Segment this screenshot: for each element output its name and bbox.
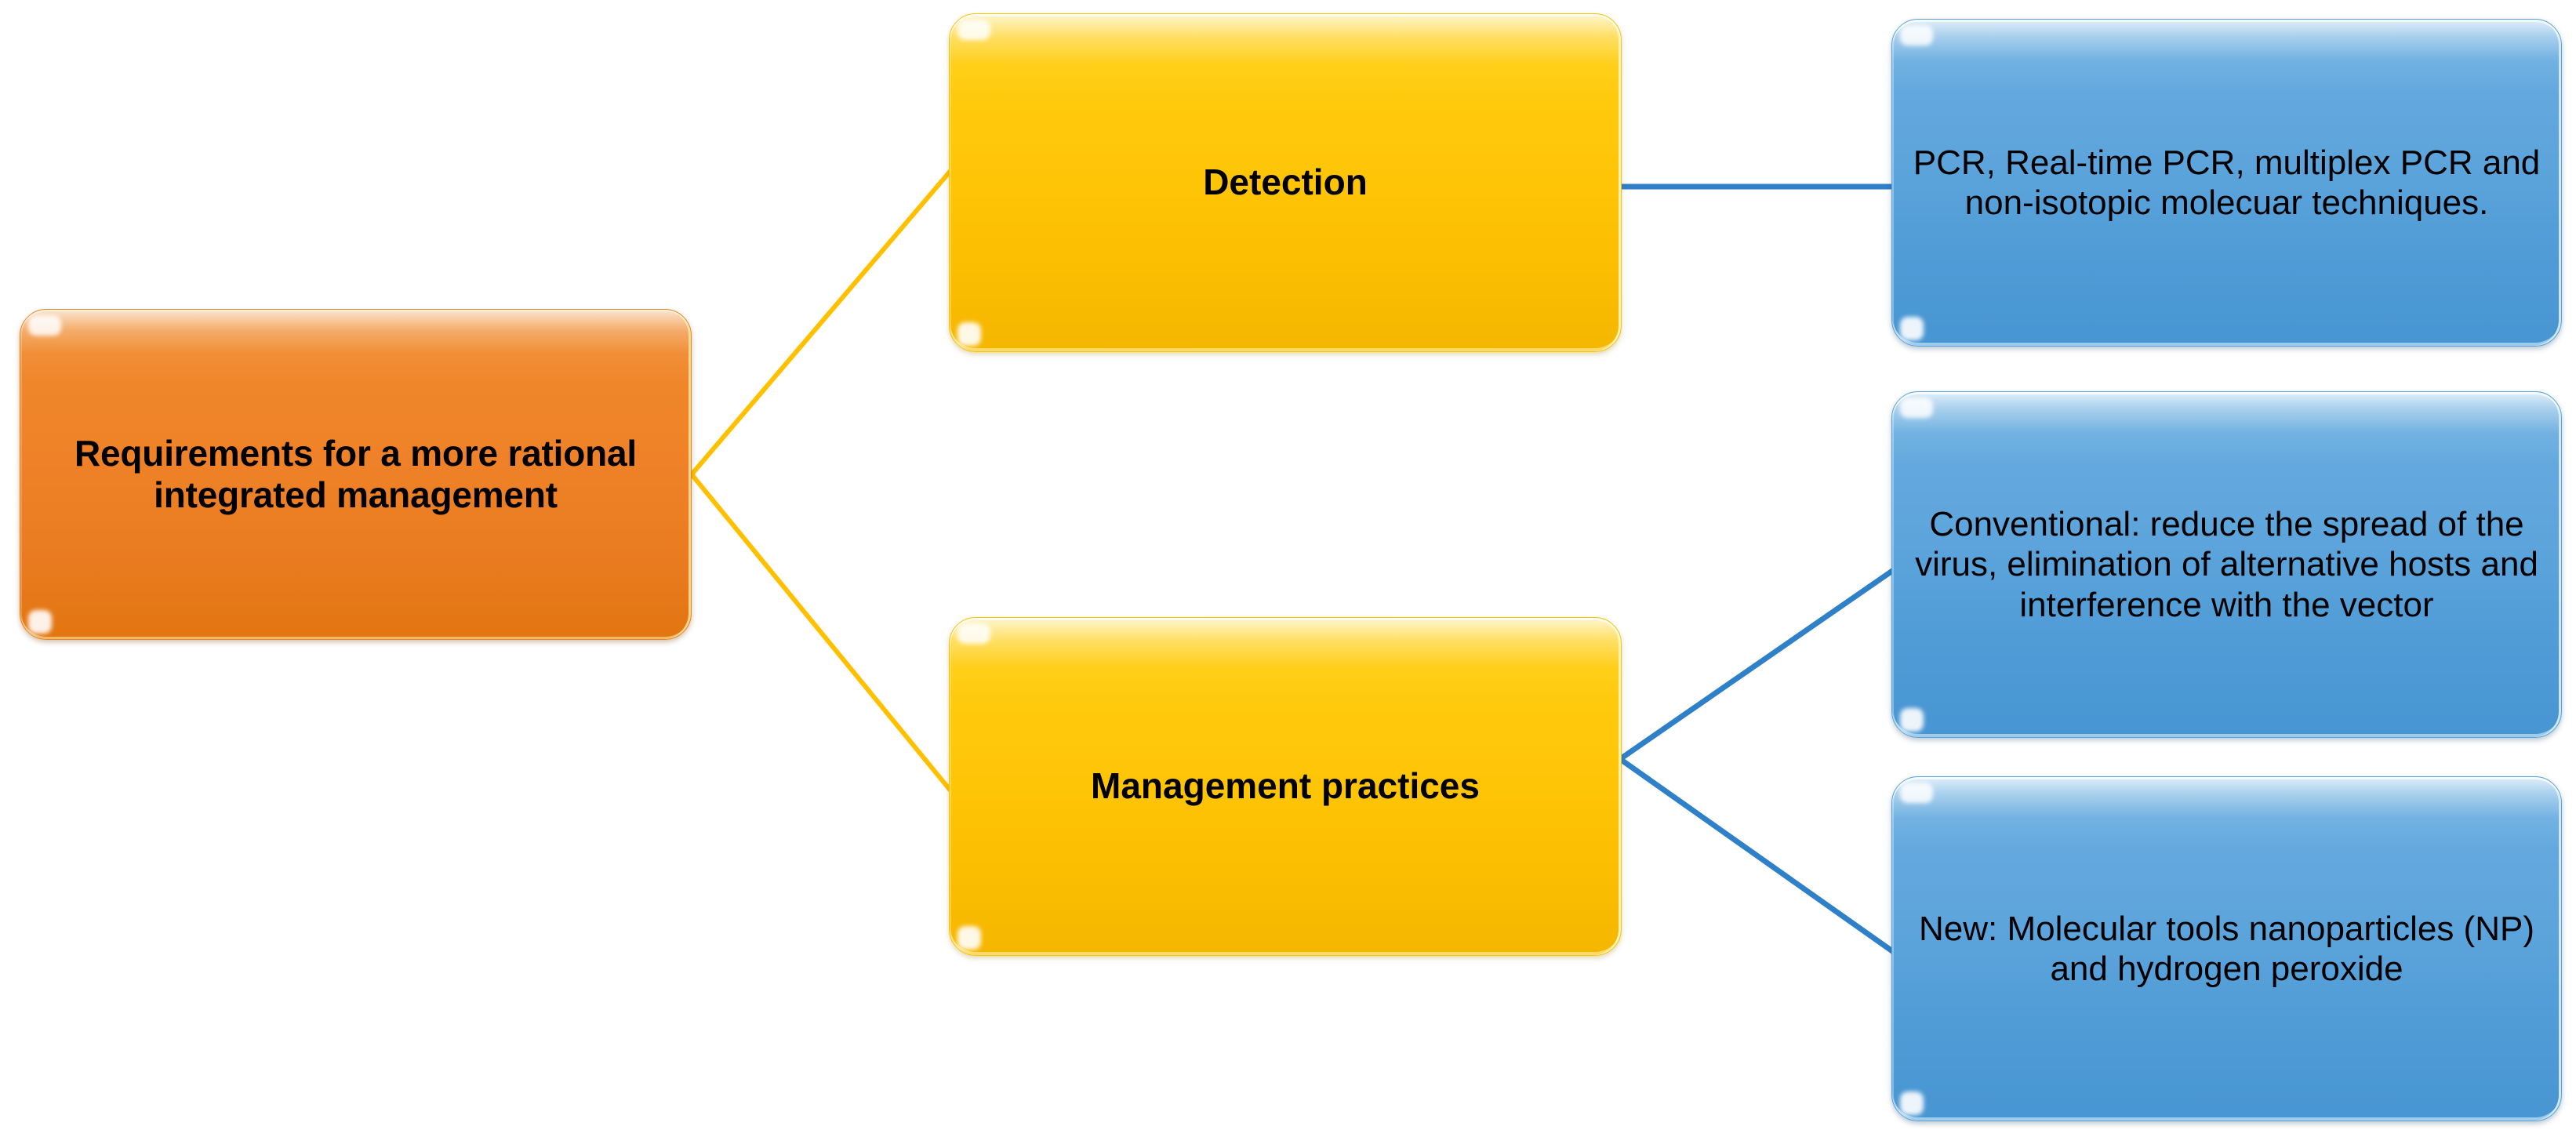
node-detection-label: Detection [1203, 162, 1368, 203]
corner-highlight-icon [1900, 1092, 1924, 1115]
corner-highlight-icon [1900, 317, 1924, 340]
gloss-highlight-icon [28, 315, 61, 336]
node-requirements[interactable]: Requirements for a more rational integra… [20, 309, 692, 640]
corner-highlight-icon [957, 322, 981, 346]
corner-highlight-icon [1900, 708, 1924, 732]
node-detection-methods-label: PCR, Real-time PCR, multiplex PCR and no… [1913, 143, 2541, 222]
node-new-label: New: Molecular tools nanoparticles (NP) … [1919, 909, 2534, 988]
connector-management-to-conventional [1619, 567, 1896, 761]
gloss-highlight-icon [957, 623, 990, 644]
gloss-highlight-icon [1900, 783, 1933, 803]
gloss-highlight-icon [1900, 25, 1933, 45]
gloss-highlight-icon [1900, 398, 1933, 418]
node-requirements-label: Requirements for a more rational integra… [74, 432, 637, 515]
connector-root-to-detection [689, 169, 953, 476]
node-conventional-label: Conventional: reduce the spread of the v… [1915, 505, 2538, 624]
connector-root-to-management [689, 473, 953, 792]
node-detection-methods[interactable]: PCR, Real-time PCR, multiplex PCR and no… [1891, 19, 2562, 347]
gloss-highlight-icon [957, 20, 990, 40]
node-management-practices-label: Management practices [1091, 765, 1480, 807]
node-conventional[interactable]: Conventional: reduce the spread of the v… [1891, 391, 2562, 738]
connector-management-to-new [1618, 757, 1897, 955]
node-detection[interactable]: Detection [949, 13, 1622, 352]
node-new[interactable]: New: Molecular tools nanoparticles (NP) … [1891, 776, 2562, 1121]
corner-highlight-icon [957, 926, 981, 950]
corner-highlight-icon [28, 610, 52, 634]
node-management-practices[interactable]: Management practices [949, 617, 1622, 956]
